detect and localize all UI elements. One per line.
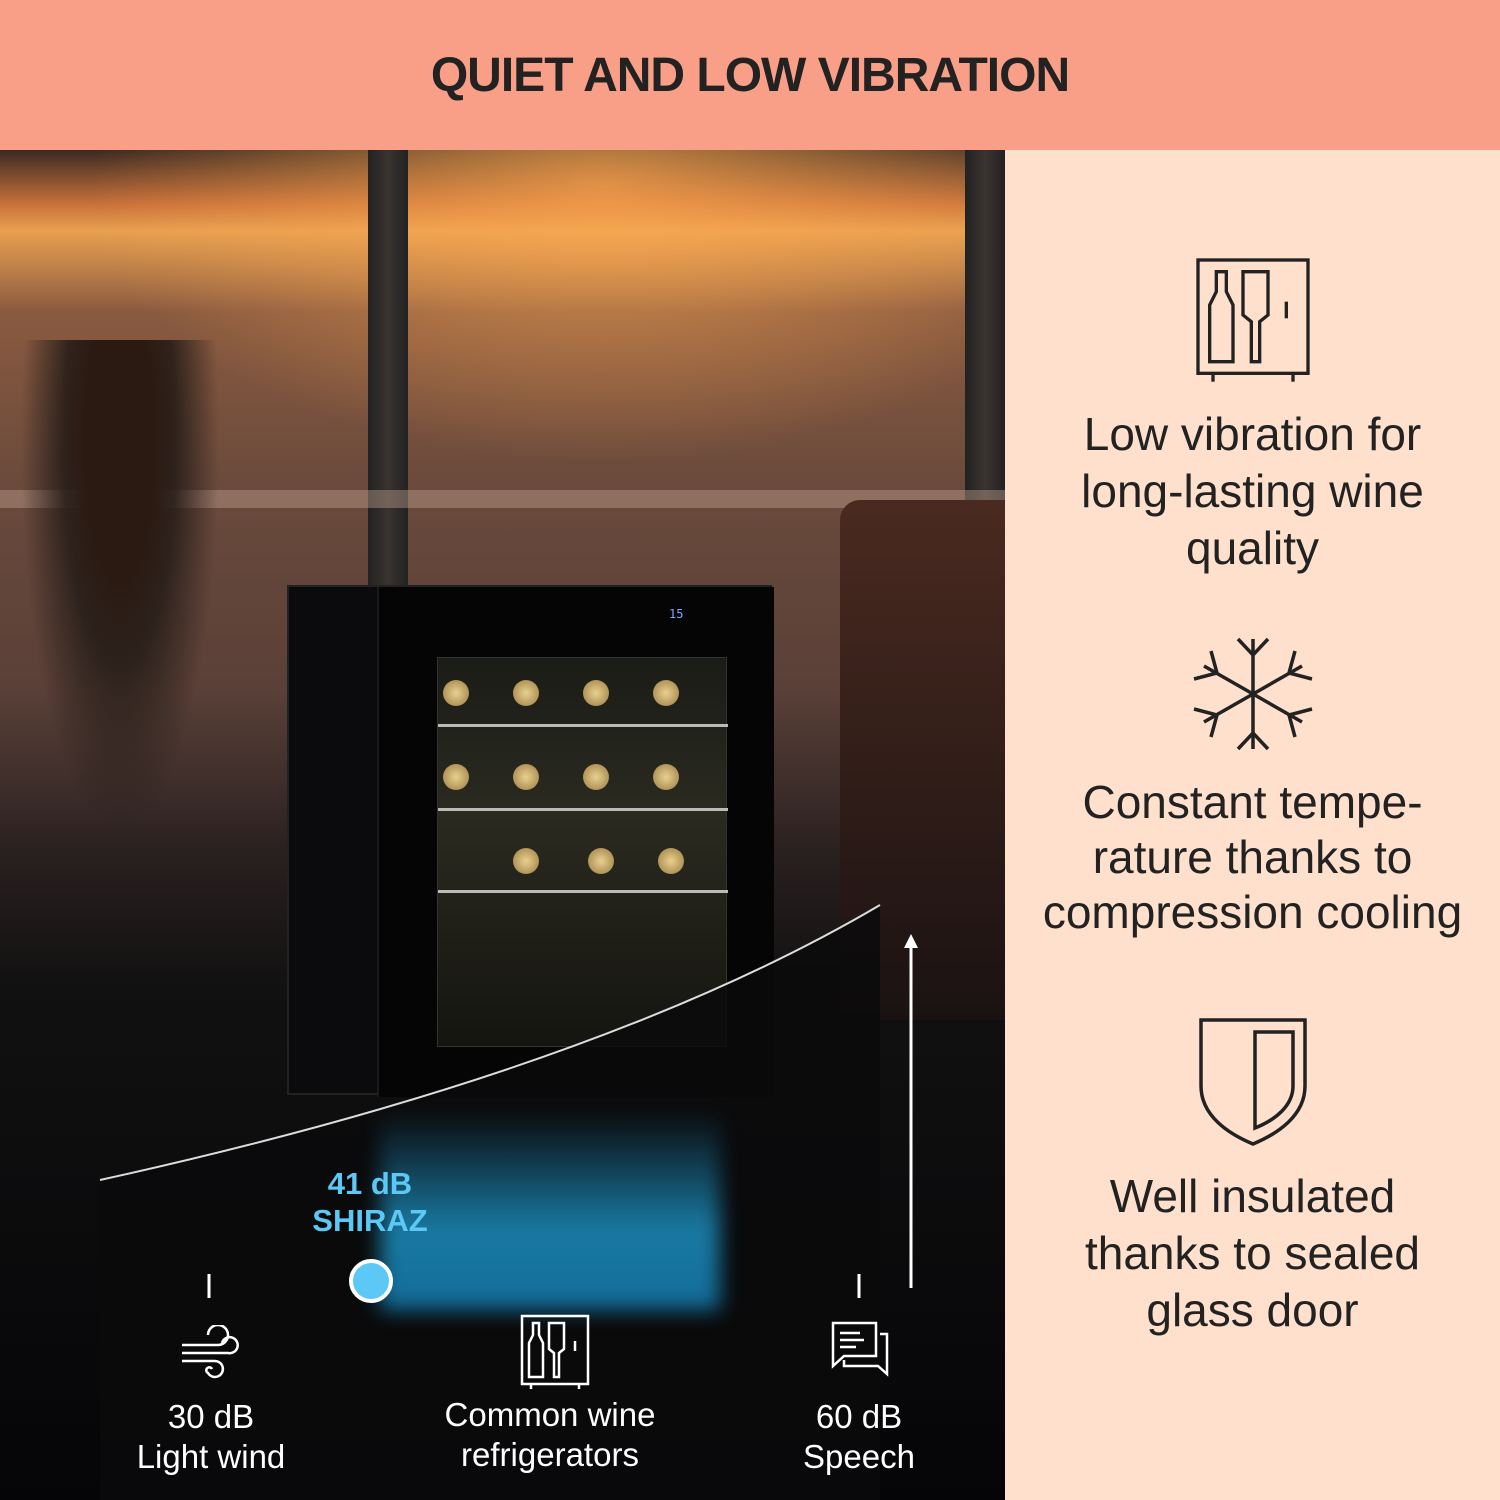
shiraz-label: 41 dB SHIRAZ [260, 1165, 480, 1239]
bottle [653, 680, 679, 706]
feature-line: rature thanks to [1092, 831, 1413, 883]
woman-with-wine-glass [20, 340, 220, 840]
bottle [658, 848, 684, 874]
scale-desc: Speech [803, 1438, 915, 1475]
scale-desc: Light wind [136, 1438, 286, 1475]
balcony-rail [0, 490, 1005, 508]
shield-icon [1199, 1018, 1307, 1146]
feature-line: long-lasting wine [1081, 465, 1424, 517]
scale-value: Common wine [444, 1396, 656, 1433]
fridge-glass [437, 657, 728, 1047]
bottle [513, 680, 539, 706]
shelf [438, 724, 728, 727]
feature-line: quality [1186, 522, 1319, 574]
shelf [438, 890, 728, 893]
bottle [443, 680, 469, 706]
bottle [583, 764, 609, 790]
bottle [443, 764, 469, 790]
shiraz-db: 41 dB [327, 1166, 413, 1201]
scale-desc: refrigerators [461, 1436, 639, 1473]
page-title: QUIET AND LOW VIBRATION [430, 48, 1070, 102]
shiraz-name: SHIRAZ [312, 1203, 428, 1238]
feature-line: compression cooling [1042, 886, 1463, 938]
bottle [653, 764, 679, 790]
feature-line: glass door [1146, 1284, 1359, 1336]
wind-icon [182, 1325, 239, 1379]
blue-glow [380, 1110, 720, 1310]
lifestyle-photo: 15 [0, 150, 1005, 1500]
snowflake-icon [1193, 637, 1313, 751]
bottle [583, 680, 609, 706]
feature-line: Low vibration for [1083, 408, 1422, 460]
scale-value: 30 dB [167, 1398, 255, 1435]
temperature-display: 15 [669, 607, 684, 621]
feature-line: Constant tempe- [1082, 776, 1423, 828]
bottle [588, 848, 614, 874]
wine-fridge-icon [520, 1314, 590, 1389]
header-banner: QUIET AND LOW VIBRATION [0, 0, 1500, 150]
feature-line: Well insulated [1109, 1170, 1396, 1222]
fridge-door: 15 [377, 587, 774, 1097]
feature-line: thanks to sealed [1084, 1227, 1420, 1279]
wine-fridge: 15 [287, 585, 774, 1097]
shelf [438, 808, 728, 811]
wine-fridge-icon [1196, 258, 1310, 382]
bottle [513, 848, 539, 874]
scale-value: 60 dB [815, 1398, 903, 1435]
decibel-scale [100, 934, 918, 1298]
shiraz-marker [349, 1259, 393, 1303]
speech-bubbles-icon [831, 1321, 889, 1377]
window-frame [368, 150, 408, 590]
bottle [513, 764, 539, 790]
